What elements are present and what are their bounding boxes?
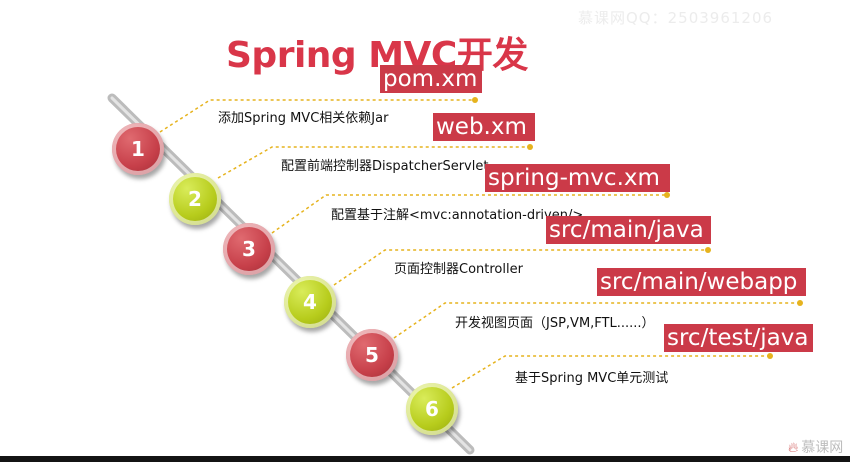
- file-tag-src-main-webapp: src/main/webapp: [597, 268, 806, 296]
- file-tag-web: web.xm: [433, 113, 535, 141]
- step-3-circle: 3: [223, 223, 275, 275]
- file-tag-spring-mvc: spring-mvc.xm: [485, 164, 670, 192]
- connector-dot-2: [527, 144, 533, 150]
- connector-dot-4: [705, 247, 711, 253]
- bottom-bar: [0, 456, 850, 462]
- flame-icon: 🔥︎: [788, 440, 799, 456]
- watermark: 慕课网QQ：2503961206: [578, 9, 774, 27]
- connector-dot-3: [664, 192, 670, 198]
- file-tag-src-main-java: src/main/java: [546, 216, 711, 244]
- connector-2: [217, 146, 530, 179]
- connector-5: [393, 302, 800, 339]
- file-tag-pom: pom.xm: [380, 65, 482, 93]
- step-6-label: 基于Spring MVC单元测试: [515, 371, 669, 386]
- step-1-label: 添加Spring MVC相关依赖Jar: [218, 111, 389, 126]
- connector-dot-6: [767, 353, 773, 359]
- step-5-label: 开发视图页面（JSP,VM,FTL......）: [455, 316, 655, 331]
- step-2-circle: 2: [169, 173, 221, 225]
- step-4-circle: 4: [284, 276, 336, 328]
- connector-dot-5: [797, 300, 803, 306]
- logo-text: 慕课网: [801, 440, 844, 456]
- step-2-label: 配置前端控制器DispatcherServlet: [281, 159, 489, 174]
- connector-6: [451, 355, 770, 389]
- step-5-circle: 5: [346, 329, 398, 381]
- step-1-circle: 1: [112, 123, 164, 175]
- connector-3: [271, 194, 667, 234]
- connector-1: [159, 99, 475, 133]
- connector-4: [333, 249, 708, 286]
- step-4-label: 页面控制器Controller: [394, 262, 523, 277]
- step-3-label: 配置基于注解<mvc:annotation-driven/>: [331, 208, 584, 223]
- step-6-circle: 6: [406, 383, 458, 435]
- connector-dot-1: [472, 97, 478, 103]
- file-tag-src-test-java: src/test/java: [664, 324, 813, 352]
- site-logo: 🔥︎慕课网: [788, 437, 843, 457]
